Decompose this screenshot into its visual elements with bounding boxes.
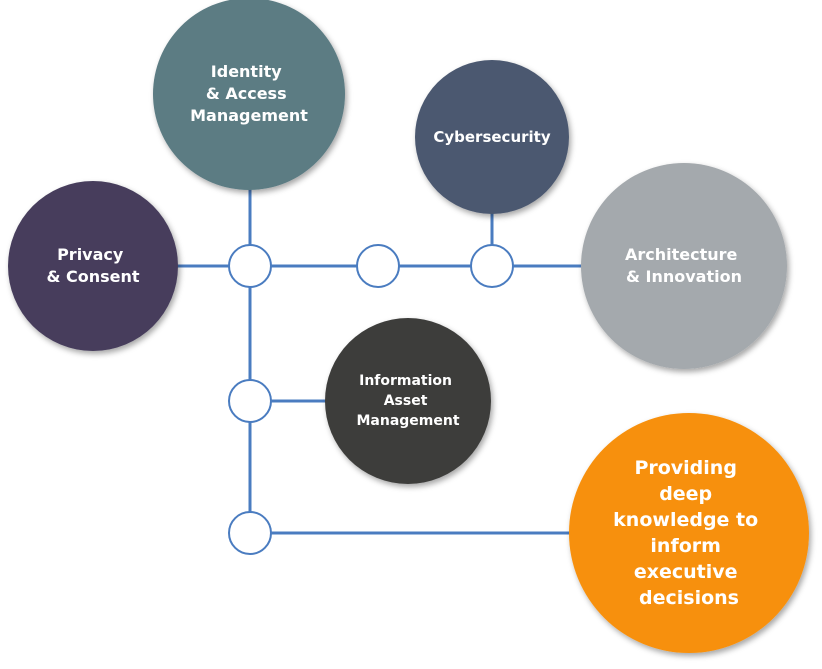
node-label-line: Providing	[634, 457, 737, 479]
node-architecture-innovation: Architecture & Innovation	[581, 163, 787, 369]
node-circle	[569, 413, 809, 653]
node-label-line: decisions	[639, 587, 739, 609]
svg-text:Cybersecurity: Cybersecurity	[433, 128, 550, 146]
svg-text:Providing deep kno: Providing deep knowledge to inform execu…	[613, 457, 765, 609]
node-circle	[581, 163, 787, 369]
node-identity-access-management: Identity & Access Management	[153, 0, 345, 190]
node-circle	[8, 181, 178, 351]
junction-node	[228, 511, 272, 555]
node-label-line: Management	[356, 413, 459, 429]
junction-node	[228, 379, 272, 423]
node-circle	[325, 318, 491, 484]
node-label-line: Identity	[211, 62, 282, 81]
node-label-line: Privacy	[57, 245, 124, 264]
node-label-line: & Innovation	[626, 267, 742, 286]
node-circle	[415, 60, 569, 214]
junction-node	[470, 244, 514, 288]
node-privacy-consent: Privacy & Consent	[8, 181, 178, 351]
node-label-line: executive	[634, 561, 738, 583]
node-information-asset-management: Information Asset Management	[325, 318, 491, 484]
node-label-line: & Consent	[46, 267, 139, 286]
junctions	[228, 244, 514, 555]
node-label-line: knowledge to	[613, 509, 758, 531]
junction-node	[228, 244, 272, 288]
svg-text:Architecture & Innovatio: Architecture & Innovation	[625, 245, 743, 286]
node-circle	[153, 0, 345, 190]
svg-text:Information Asset: Information Asset Management	[356, 373, 459, 429]
svg-text:Privacy & Consent: Privacy & Consent	[46, 245, 139, 286]
node-label-line: Architecture	[625, 245, 738, 264]
node-label-line: Information	[359, 373, 452, 389]
junction-node	[356, 244, 400, 288]
node-label-line: Management	[190, 106, 308, 125]
node-label-line: Asset	[384, 393, 428, 409]
node-cybersecurity: Cybersecurity	[415, 60, 569, 214]
node-label-line: Cybersecurity	[433, 128, 550, 146]
node-label-line: inform	[650, 535, 721, 557]
svg-text:Identity & Access: Identity & Access Management	[190, 62, 308, 125]
node-label-line: deep	[659, 483, 712, 505]
node-providing-deep-knowledge: Providing deep knowledge to inform execu…	[569, 413, 809, 653]
node-label-line: & Access	[206, 84, 287, 103]
